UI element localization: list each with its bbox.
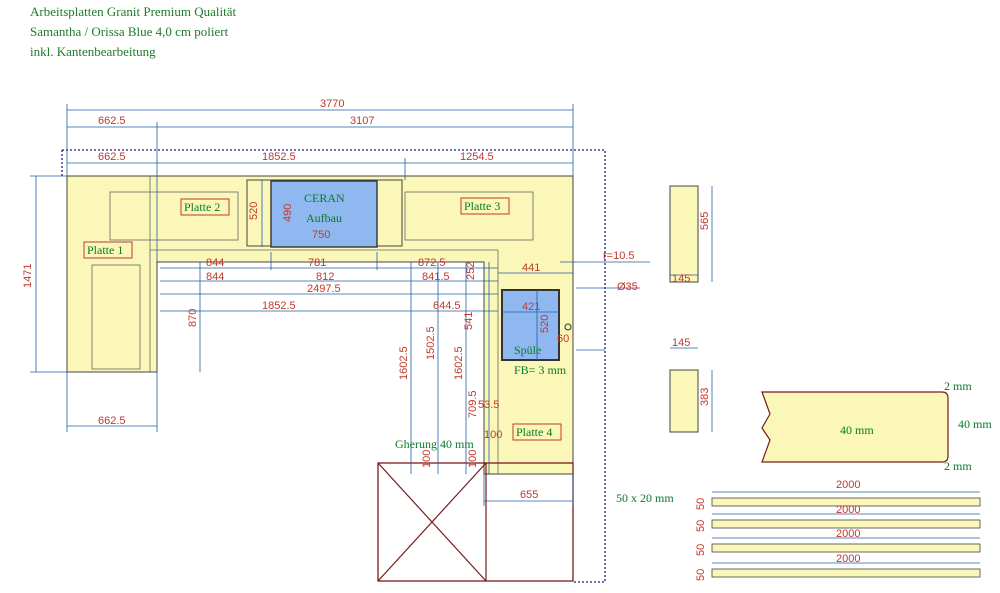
dim-2497: 2497.5 xyxy=(307,283,341,295)
strip-1-length: 2000 xyxy=(836,479,860,491)
label-platte-4: Platte 4 xyxy=(516,425,552,439)
tall-cabinet xyxy=(377,462,574,582)
label-platte-1: Platte 1 xyxy=(87,243,123,257)
label-drill: Ø35 xyxy=(617,281,638,293)
ceran-cutout xyxy=(270,180,378,248)
dim-844-b: 844 xyxy=(206,271,224,283)
sink-cutout xyxy=(501,289,560,361)
strip-size-label: 50 x 20 mm xyxy=(616,491,674,505)
profile-right-label: 40 mm xyxy=(958,417,992,431)
strip-1-width: 50 xyxy=(695,498,707,510)
title-block: Arbeitsplatten Granit Premium Qualität S… xyxy=(30,2,236,62)
dim-100-b: 100 xyxy=(421,450,433,468)
label-gehrung: Gherung 40 mm xyxy=(395,437,474,451)
dim-844-a: 844 xyxy=(206,257,224,269)
strip-2-width: 50 xyxy=(695,520,707,532)
edge-strips xyxy=(711,491,981,578)
dim-100-a: 100 xyxy=(484,429,502,441)
dim-520-a: 520 xyxy=(248,202,260,220)
edge-profile xyxy=(761,391,949,463)
strip-4-length: 2000 xyxy=(836,553,860,565)
dim-441: 441 xyxy=(522,262,540,274)
side-panels xyxy=(669,185,713,433)
platte-3-box xyxy=(460,197,510,215)
platte-4-box xyxy=(512,423,562,441)
dim-870: 870 xyxy=(187,309,199,327)
dim-565: 565 xyxy=(699,212,711,230)
strip-2-length: 2000 xyxy=(836,504,860,516)
dim-1852-b: 1852.5 xyxy=(262,300,296,312)
dim-145-a: 145 xyxy=(672,273,690,285)
dim-841: 841.5 xyxy=(422,271,450,283)
profile-top-label: 2 mm xyxy=(944,379,972,393)
dim-3770: 3770 xyxy=(320,98,344,110)
strip-3-width: 50 xyxy=(695,544,707,556)
title-line-3: inkl. Kantenbearbeitung xyxy=(30,44,156,59)
dim-100-c: 100 xyxy=(467,450,479,468)
dim-709: 709.5 xyxy=(467,390,479,418)
strip-4-width: 50 xyxy=(695,569,707,581)
dim-1602-b: 1602.5 xyxy=(453,346,465,380)
dim-644: 644.5 xyxy=(433,300,461,312)
label-platte-3: Platte 3 xyxy=(464,199,500,213)
label-platte-2: Platte 2 xyxy=(184,200,220,214)
dim-145-b: 145 xyxy=(672,337,690,349)
dim-541: 541 xyxy=(463,312,475,330)
dim-1852-a: 1852.5 xyxy=(262,151,296,163)
label-spuele: Spüle xyxy=(514,343,541,357)
dim-662-c: 662.5 xyxy=(98,415,126,427)
dim-662-a: 662.5 xyxy=(98,115,126,127)
dim-872: 872.5 xyxy=(418,257,446,269)
title-line-1: Arbeitsplatten Granit Premium Qualität xyxy=(30,4,237,19)
label-ceran: CERAN xyxy=(304,191,345,205)
strip-3-length: 2000 xyxy=(836,528,860,540)
dim-781: 781 xyxy=(308,257,326,269)
dim-53: 53.5 xyxy=(478,399,499,411)
dim-1471: 1471 xyxy=(22,264,34,288)
label-radius: r=10.5 xyxy=(603,250,635,262)
dim-421: 421 xyxy=(522,301,540,313)
dim-383: 383 xyxy=(699,388,711,406)
countertop-shape xyxy=(66,175,574,475)
drill-hole xyxy=(564,323,572,331)
dimension-lines xyxy=(30,104,650,506)
dim-812: 812 xyxy=(316,271,334,283)
dim-520-b: 520 xyxy=(539,315,551,333)
dim-655: 655 xyxy=(520,489,538,501)
label-aufbau: Aufbau xyxy=(306,211,342,225)
dim-60: 60 xyxy=(557,333,569,345)
dim-662-b: 662.5 xyxy=(98,151,126,163)
dim-252: 252 xyxy=(465,262,477,280)
dim-490: 490 xyxy=(282,204,294,222)
dim-1602-a: 1602.5 xyxy=(398,346,410,380)
platte-1-box xyxy=(83,241,133,259)
dim-750: 750 xyxy=(312,229,330,241)
profile-thickness-label: 40 mm xyxy=(840,423,874,437)
dim-3107: 3107 xyxy=(350,115,374,127)
label-fb: FB= 3 mm xyxy=(514,363,567,377)
title-line-2: Samantha / Orissa Blue 4,0 cm poliert xyxy=(30,24,229,39)
platte-2-box xyxy=(180,198,230,216)
dim-1254: 1254.5 xyxy=(460,151,494,163)
dim-1502: 1502.5 xyxy=(425,326,437,360)
profile-bottom-label: 2 mm xyxy=(944,459,972,473)
